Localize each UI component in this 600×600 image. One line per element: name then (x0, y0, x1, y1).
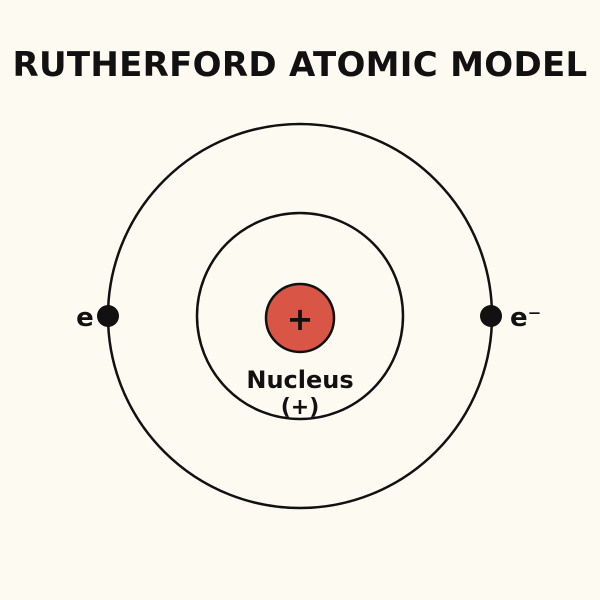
nucleus-symbol: + (287, 300, 314, 338)
right-electron-label: e⁻ (510, 303, 541, 333)
nucleus (264, 282, 336, 354)
left-electron (97, 305, 119, 327)
right-electron (480, 305, 502, 327)
nucleus-charge-label: (+) (281, 395, 320, 420)
left-electron-label: e (76, 303, 94, 333)
nucleus-label: Nucleus (246, 366, 353, 394)
page-title: RUTHERFORD ATOMIC MODEL (12, 45, 587, 85)
inner-orbit (195, 211, 405, 421)
